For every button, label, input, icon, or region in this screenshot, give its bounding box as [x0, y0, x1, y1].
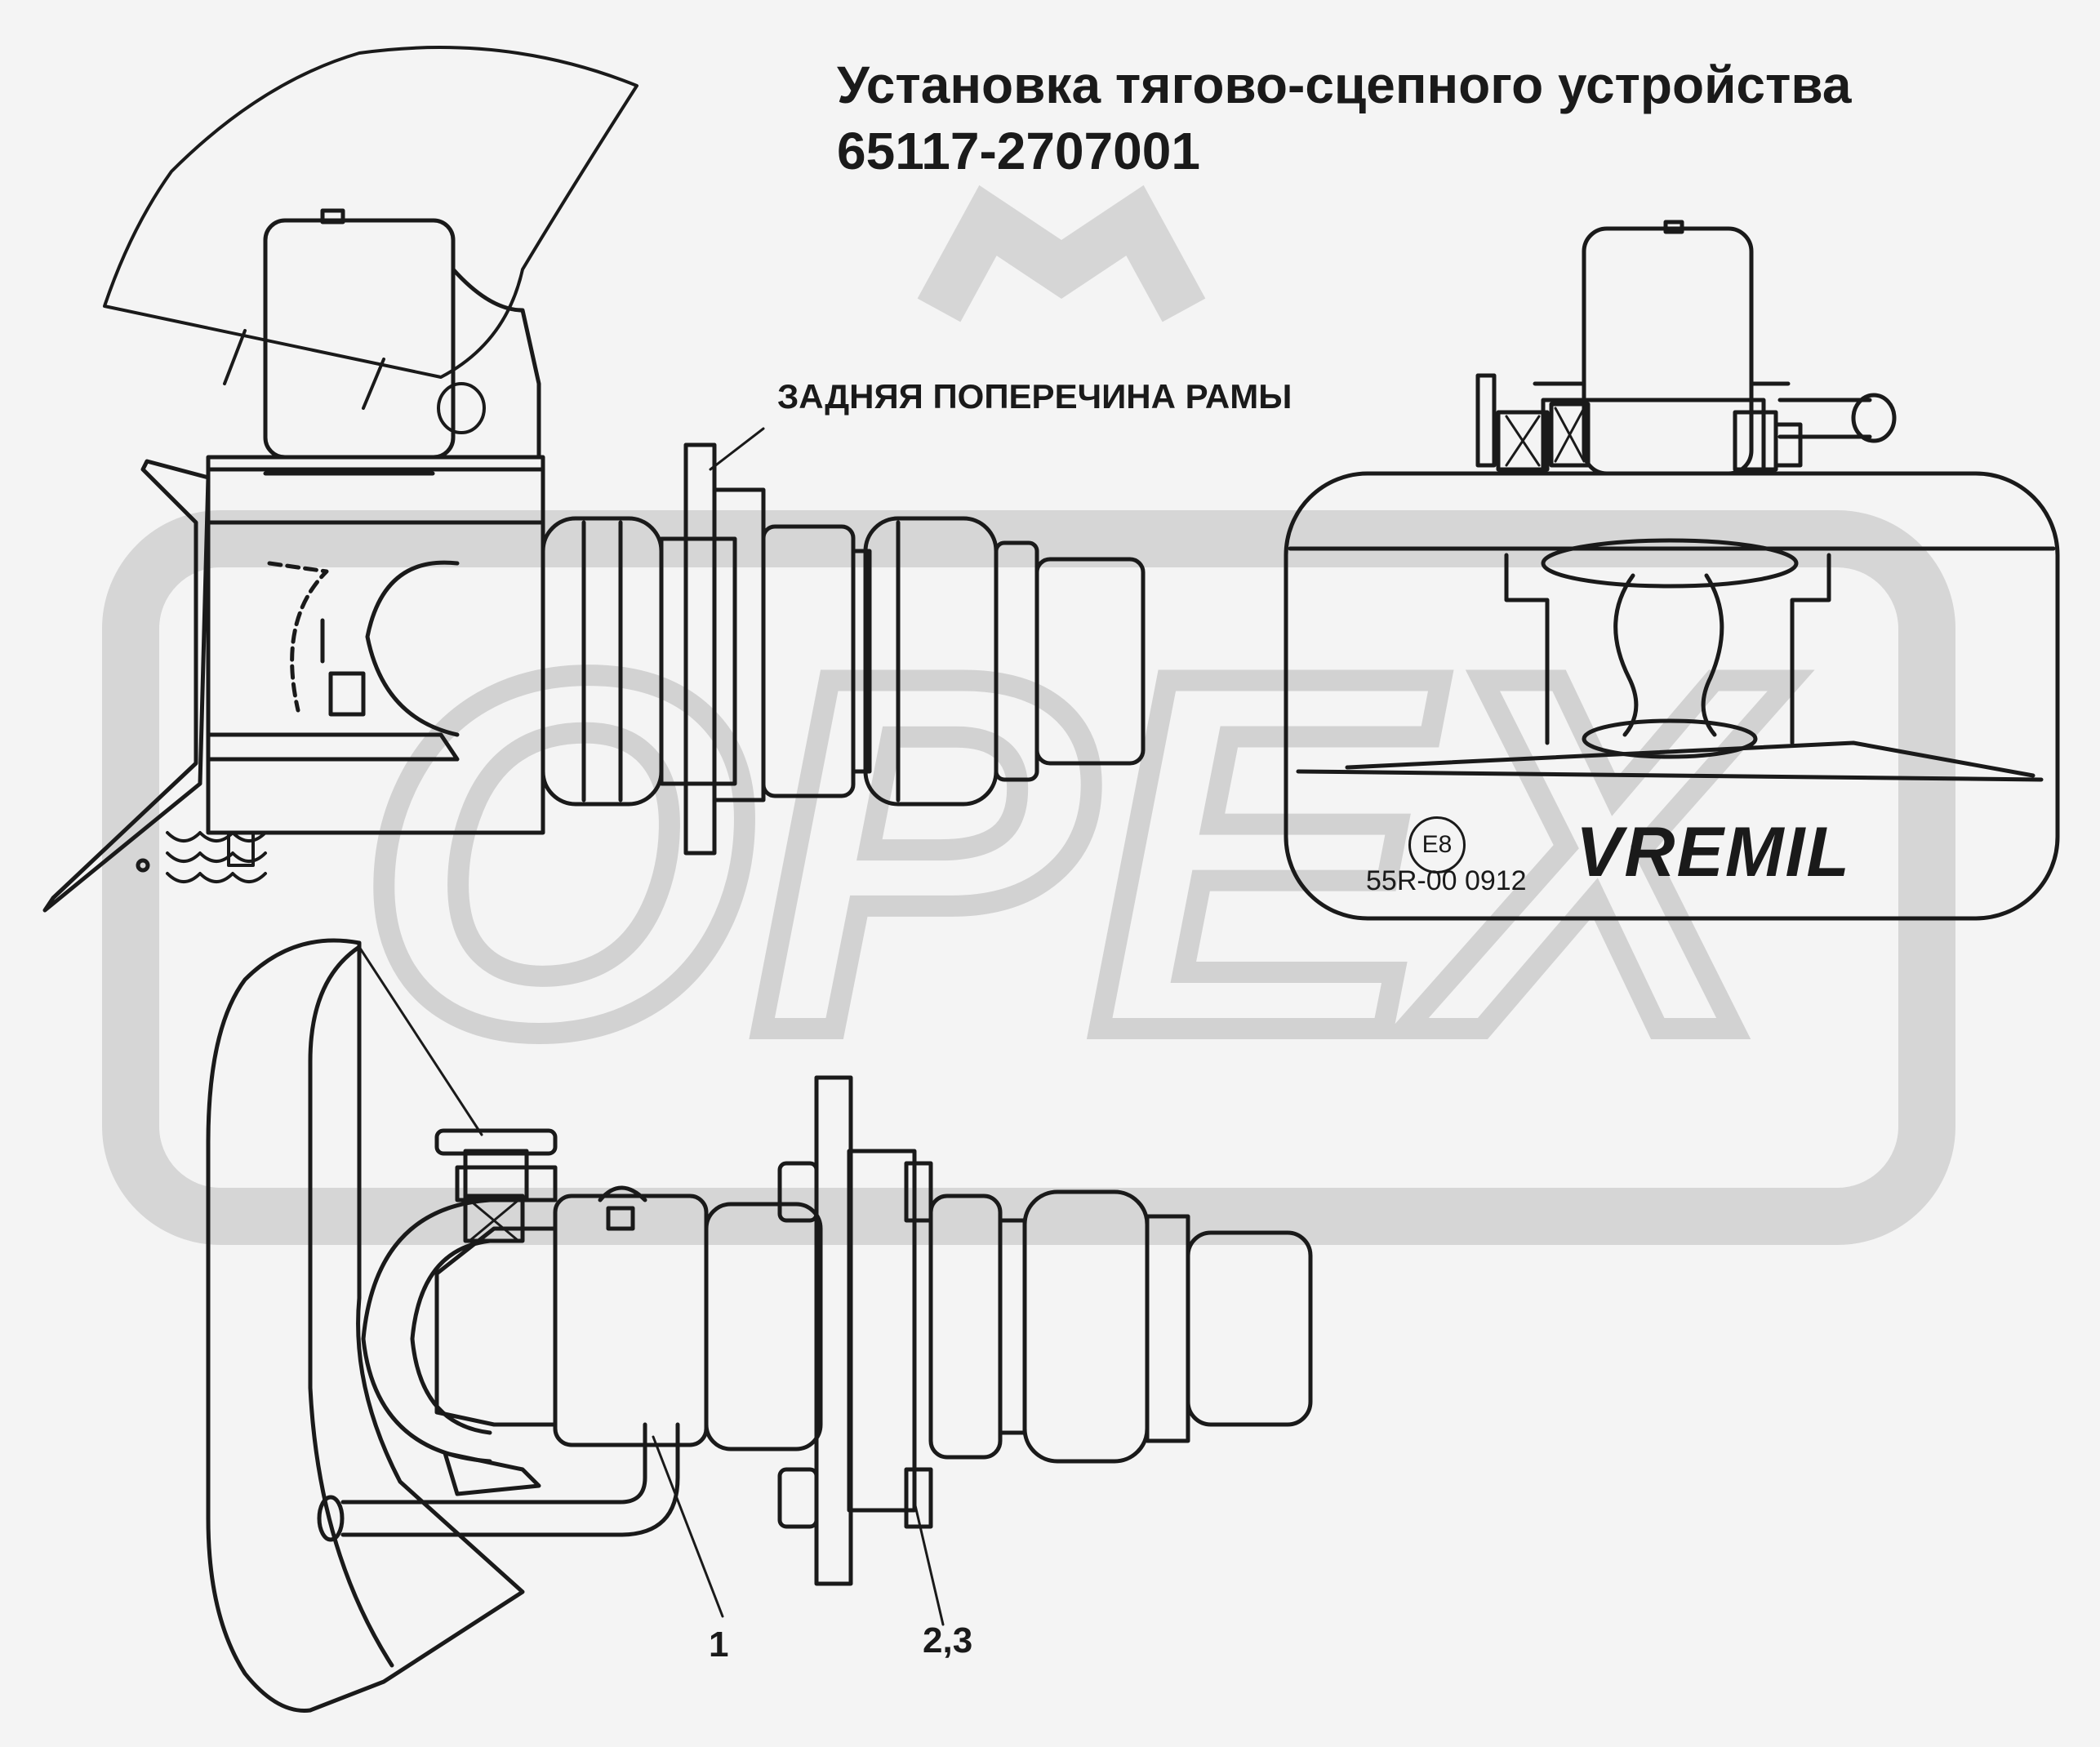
cert-mark: E8	[1408, 816, 1466, 874]
lid-arc	[103, 46, 638, 379]
side-view-hitch	[42, 46, 1146, 913]
mounting-plate	[1284, 471, 2060, 921]
approval-number: 55R-00 0912	[1366, 865, 1527, 896]
spring	[166, 831, 267, 883]
crossmember-label: ЗАДНЯЯ ПОПЕРЕЧИНА РАМЫ	[777, 377, 1292, 416]
hand-wheel	[358, 945, 558, 1243]
entry-horn	[206, 938, 525, 1713]
title-line-2: 65117-2707001	[837, 122, 1200, 180]
callout-2-3: 2,3	[923, 1620, 973, 1660]
brand-logo: VREMIL	[1576, 813, 1851, 891]
watermark: OPEX	[102, 184, 1955, 1245]
front-housing	[1582, 226, 1754, 476]
top-view-hitch	[206, 938, 1313, 1713]
coupling-pin	[1504, 553, 1831, 745]
watermark-text: OPEX	[359, 571, 1792, 1136]
housing-top	[263, 218, 456, 460]
callout-1: 1	[709, 1625, 729, 1665]
front-view-hitch	[1284, 220, 2060, 921]
title-line-1: Установка тягово-сцепного устройства	[837, 56, 1852, 114]
entry-flange	[42, 459, 211, 913]
